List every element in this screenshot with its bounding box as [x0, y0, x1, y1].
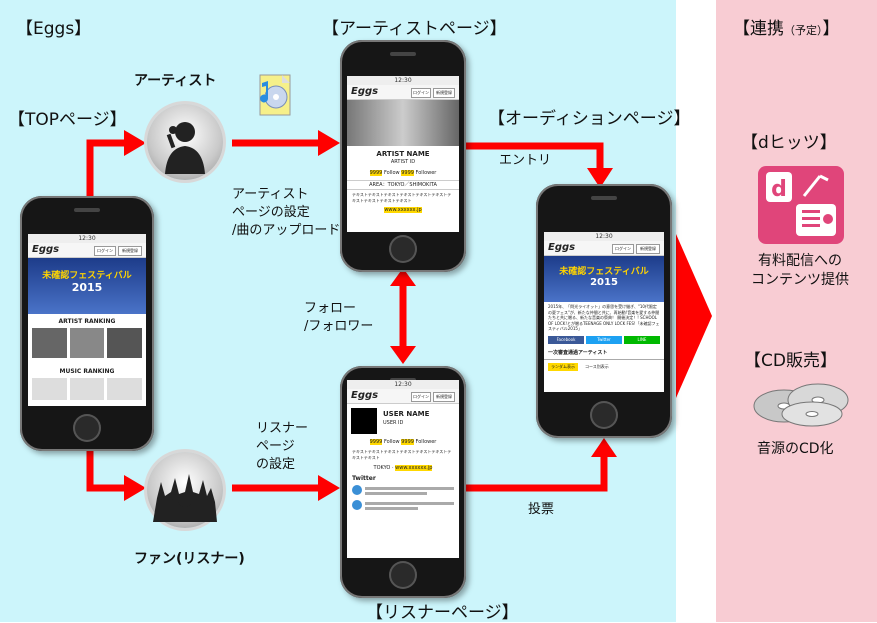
festival-banner: 未確認フェスティバル 2015 [28, 258, 146, 314]
user-avatar [351, 408, 377, 434]
artist-text: テキストテキストテキストテキストテキストテキストテキストテキストテキストテキスト [352, 192, 452, 203]
cd-title: 【CD販売】 [744, 351, 837, 371]
artist-ranking-heading: ARTIST RANKING [58, 318, 116, 325]
listener-setup-label: リスナー ページ の設定 [256, 421, 309, 472]
crowd-icon [147, 452, 223, 528]
artist-setup-label: アーティスト ページの設定 /曲のアップロード [232, 187, 341, 238]
collab-panel [716, 0, 877, 622]
artist-url[interactable]: www.xxxxxx.jp [384, 207, 422, 213]
fan-label: ファン(リスナー) [134, 551, 245, 567]
artist-photo [347, 100, 459, 146]
facebook-button[interactable]: Facebook [548, 335, 584, 344]
user-id: USER ID [383, 420, 404, 426]
arrow-top-to-artist [86, 139, 126, 196]
top-page-phone: 12:30 Eggs ログイン 新規登録 未確認フェスティバル 2015 ART… [20, 196, 154, 451]
dhits-desc: 有料配信への コンテンツ提供 [751, 253, 849, 288]
line-button[interactable]: LINE [624, 335, 660, 344]
audition-page-screen: 12:30 Eggs ログイン 新規登録 未確認フェスティバル 2015 201… [544, 232, 664, 392]
listener-page-title: 【リスナーページ】 [366, 603, 519, 623]
entry-label: エントリ [499, 153, 552, 168]
eggs-title: 【Eggs】 [16, 19, 92, 39]
user-url[interactable]: www.xxxxxx.jp [395, 465, 433, 471]
login-button[interactable]: ログイン [94, 246, 116, 256]
dhits-title: 【dヒッツ】 [741, 133, 837, 153]
twitter-button[interactable]: Twitter [586, 335, 622, 344]
artist-page-phone: 12:30 Eggs ログイン 新規登録 ARTIST NAME ARTIST … [340, 40, 466, 272]
follow-label: フォロー /フォロワー [304, 301, 374, 334]
audition-page-title: 【オーディションページ】 [488, 109, 691, 129]
music-file-icon [254, 73, 294, 119]
home-button [73, 414, 101, 442]
music-ranking-heading: MUSIC RANKING [59, 368, 115, 375]
artist-page-title: 【アーティストページ】 [322, 19, 507, 39]
arrow-artistpage-to-audition [466, 142, 604, 170]
arrow-listenerpage-to-audition [466, 455, 608, 492]
dhits-icon: d [758, 166, 844, 244]
collab-title: 【連携（予定）】 [733, 19, 840, 39]
svg-text:d: d [771, 177, 787, 202]
listener-page-phone: 12:30 Eggs ログイン 新規登録 USER NAME USER ID 9… [340, 366, 466, 598]
passed-artists-heading: 一次審査通過アーティスト [544, 346, 664, 360]
artist-id: ARTIST ID [390, 159, 416, 165]
cd-desc: 音源のCD化 [757, 441, 834, 457]
vote-label: 投票 [528, 502, 555, 517]
top-page-screen: 12:30 Eggs ログイン 新規登録 未確認フェスティバル 2015 ART… [28, 234, 146, 406]
artist-name: ARTIST NAME [376, 150, 430, 158]
eggs-logo: Eggs [32, 244, 60, 255]
artist-area: AREA：TOKYO／SHIMOKITA [347, 180, 459, 190]
artist-page-screen: 12:30 Eggs ログイン 新規登録 ARTIST NAME ARTIST … [347, 76, 459, 232]
audition-page-phone: 12:30 Eggs ログイン 新規登録 未確認フェスティバル 2015 201… [536, 184, 672, 438]
top-page-title: 【TOPページ】 [8, 110, 127, 130]
register-button[interactable]: 新規登録 [118, 246, 142, 256]
course-tab[interactable]: コース別表示 [585, 363, 609, 369]
user-name: USER NAME [383, 410, 430, 418]
singer-icon [147, 104, 223, 180]
audition-banner: 未確認フェスティバル 2015 [544, 256, 664, 302]
user-text: テキストテキストテキストテキストテキストテキストテキストテキスト [352, 449, 452, 460]
listener-page-screen: 12:30 Eggs ログイン 新規登録 USER NAME USER ID 9… [347, 380, 459, 558]
artist-label: アーティスト [134, 73, 217, 89]
cd-icon [750, 378, 856, 428]
twitter-heading: Twitter [352, 475, 376, 482]
random-tab[interactable]: ランダム表示 [548, 362, 578, 371]
audition-text: 2015年、「閃光ライオット」の意思を受け継ぎ、"10代限定の夏フェス"が、新た… [548, 304, 660, 331]
arrow-to-collab [676, 234, 712, 398]
